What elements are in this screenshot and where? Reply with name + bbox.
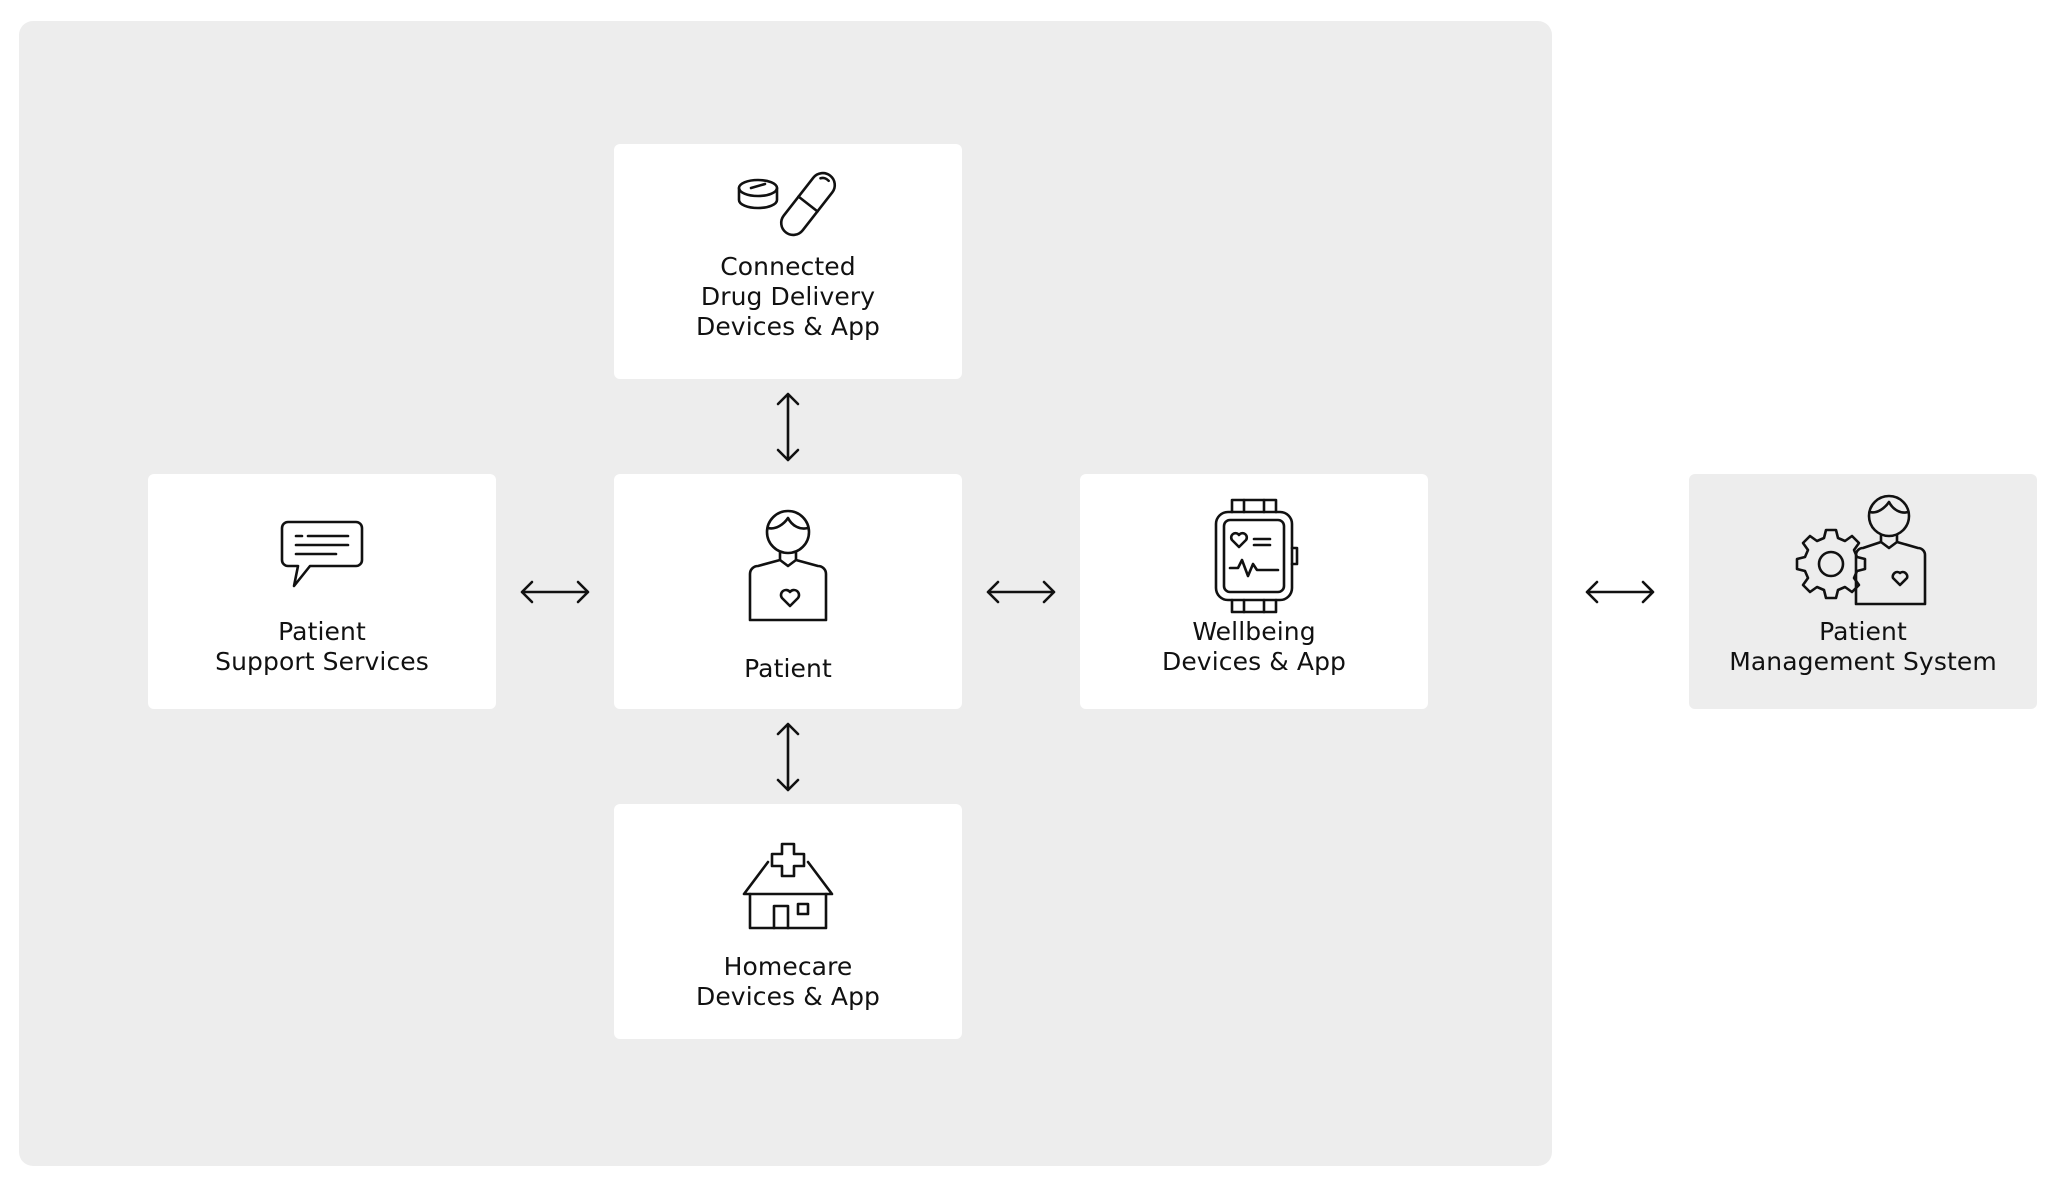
arrow-patient-homecare: [776, 722, 800, 792]
drug-delivery-label-line-2: Drug Delivery: [700, 282, 876, 311]
drug-delivery-label: Connected Drug Delivery Devices & App: [614, 252, 962, 342]
gear-icon: [1795, 528, 1867, 600]
wellbeing-node: Wellbeing Devices & App: [1080, 474, 1428, 709]
drug-delivery-label-line-3: Devices & App: [695, 312, 881, 341]
drug-delivery-node: Connected Drug Delivery Devices & App: [614, 144, 962, 379]
management-system-node: Patient Management System: [1689, 474, 2037, 709]
management-system-label-line-1: Patient: [1819, 617, 1907, 646]
arrow-support-patient: [520, 580, 590, 604]
arrow-drug-delivery-patient: [776, 392, 800, 462]
support-services-label: Patient Support Services: [148, 617, 496, 677]
patient-node: Patient: [614, 474, 962, 709]
wellbeing-label-line-2: Devices & App: [1161, 647, 1347, 676]
arrow-patient-wellbeing: [986, 580, 1056, 604]
support-services-node: Patient Support Services: [148, 474, 496, 709]
wellbeing-label: Wellbeing Devices & App: [1080, 617, 1428, 677]
patient-icon: [748, 509, 828, 622]
management-system-label-line-2: Management System: [1729, 647, 1997, 676]
management-system-label: Patient Management System: [1689, 617, 2037, 677]
support-services-label-line-2: Support Services: [215, 647, 429, 676]
house-cross-icon: [742, 842, 834, 930]
homecare-label-line-1: Homecare: [723, 952, 853, 981]
homecare-label-line-2: Devices & App: [695, 982, 881, 1011]
homecare-node: Homecare Devices & App: [614, 804, 962, 1039]
chat-bubble-icon: [280, 520, 364, 588]
drug-delivery-label-line-1: Connected: [720, 252, 856, 281]
patient-label-line-1: Patient: [744, 654, 832, 683]
wellbeing-label-line-1: Wellbeing: [1192, 617, 1316, 646]
support-services-label-line-1: Patient: [278, 617, 366, 646]
gear-doctor-icon: [1795, 494, 1927, 606]
smartwatch-icon: [1214, 498, 1299, 614]
patient-label: Patient: [614, 654, 962, 684]
arrow-ecosystem-management: [1585, 580, 1655, 604]
homecare-label: Homecare Devices & App: [614, 952, 962, 1012]
pill-capsule-icon: [737, 171, 837, 237]
